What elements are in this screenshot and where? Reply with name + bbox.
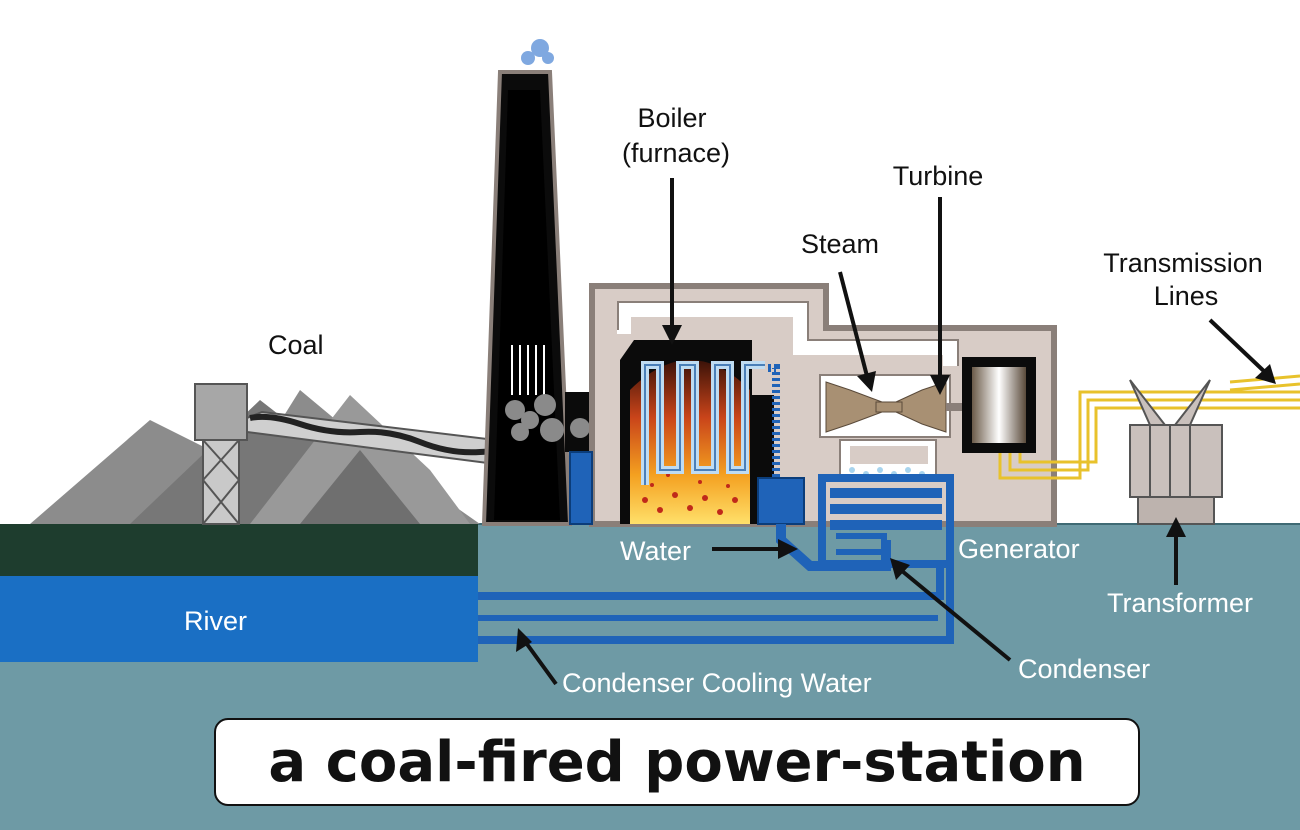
label-turbine: Turbine — [893, 161, 984, 191]
arrows — [516, 178, 1276, 686]
water-return-pipe — [776, 524, 891, 571]
generator-core — [972, 367, 1026, 443]
label-condenser: Condenser — [1018, 654, 1150, 684]
fire-embers — [642, 473, 738, 515]
label-furnace: (furnace) — [622, 138, 730, 168]
grass-bank — [0, 524, 478, 576]
steam-pipe — [617, 303, 957, 366]
label-water: Water — [620, 536, 691, 566]
feedwater-pipe — [768, 364, 780, 480]
smoke — [521, 39, 554, 65]
river — [0, 576, 478, 662]
boiler-tubes-outline — [644, 364, 765, 485]
caption-text: a coal-fired power-station — [268, 729, 1086, 795]
feedwater-box — [757, 477, 805, 525]
chimney — [481, 70, 573, 526]
cooling-water-inlet — [478, 560, 954, 644]
label-transformer: Transformer — [1107, 588, 1253, 618]
conveyor-tower — [194, 383, 248, 525]
transmission-wires — [998, 374, 1300, 480]
label-river: River — [184, 606, 247, 636]
label-coal: Coal — [268, 330, 324, 360]
label-generator: Generator — [958, 534, 1080, 564]
label-lines: Lines — [1154, 281, 1219, 311]
left-water-pipe — [569, 451, 593, 525]
label-condenser-cooling-water: Condenser Cooling Water — [562, 668, 872, 698]
label-steam: Steam — [801, 229, 879, 259]
transformer — [1129, 379, 1223, 525]
ash-particle — [570, 418, 590, 438]
label-transmission: Transmission — [1103, 248, 1263, 278]
label-boiler: Boiler — [637, 103, 706, 133]
cooling-water-outlet — [478, 560, 944, 600]
caption-box: a coal-fired power-station — [214, 718, 1140, 806]
turbine-shaft — [946, 403, 968, 411]
steam-pipe-outline — [617, 301, 959, 366]
coal-piles — [30, 390, 480, 524]
condenser-inner — [850, 446, 928, 464]
turbine — [825, 381, 947, 433]
